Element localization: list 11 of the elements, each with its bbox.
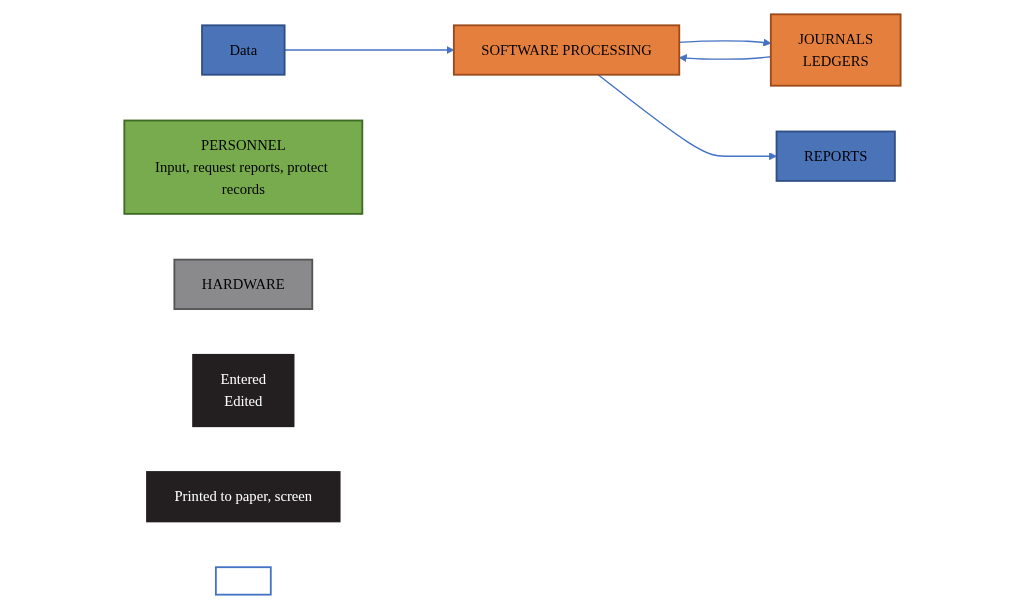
node-box: HARDWARE: [173, 258, 313, 310]
node-box: Entered Edited: [191, 353, 294, 428]
arrow: [678, 38, 771, 47]
node-box: PERSONNEL Input, request reports, protect records: [122, 119, 363, 215]
node-box: JOURNALS LEDGERS: [769, 13, 902, 87]
node-box: [214, 566, 272, 596]
node-box: Data: [200, 24, 286, 76]
node-box: SOFTWARE PROCESSING: [452, 24, 680, 76]
node-box: REPORTS: [775, 130, 896, 182]
arrow: [596, 74, 777, 161]
node-box: Printed to paper, screen: [145, 471, 341, 523]
